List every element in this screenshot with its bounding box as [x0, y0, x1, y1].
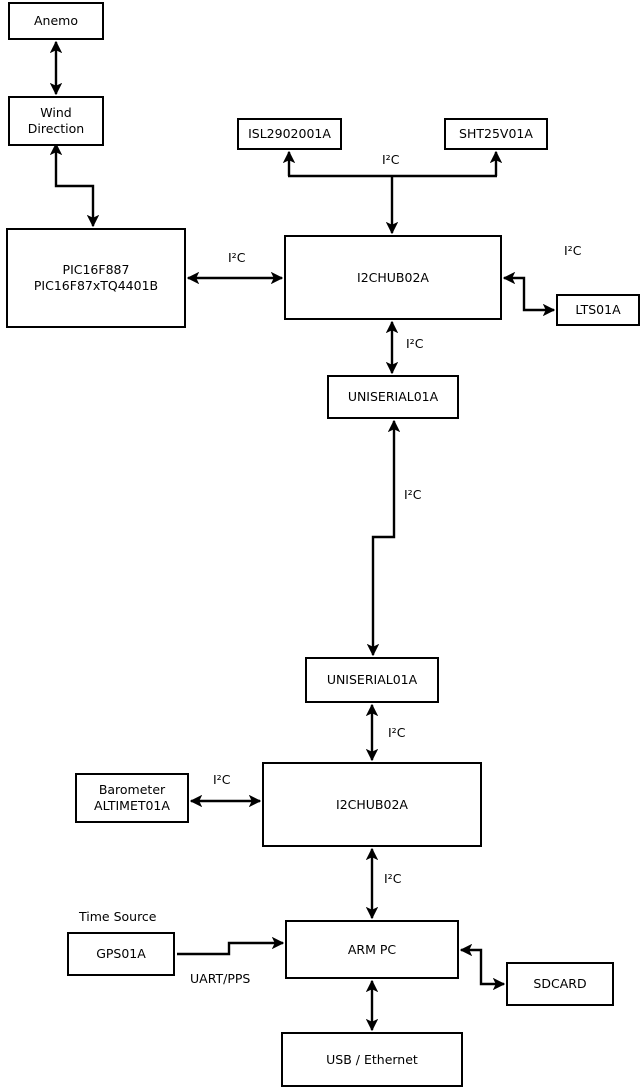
- connector-uniserial-upper-lower: [366, 419, 401, 657]
- label-i2c-barometer-to-hub: I²C: [213, 772, 231, 787]
- node-i2chub02a-bottom[interactable]: I2CHUB02A: [262, 762, 482, 847]
- connector-wind-direction-pic: [49, 142, 100, 228]
- node-anemo-label: Anemo: [34, 13, 78, 28]
- node-uniserial01a-lower[interactable]: UNISERIAL01A: [305, 657, 439, 703]
- connector-arm-pc-sdcard: [459, 943, 506, 991]
- node-barometer-altimet01a-label: Barometer ALTIMET01A: [94, 782, 170, 813]
- node-isl2902001a-label: ISL2902001A: [248, 126, 331, 141]
- label-uart-pps: UART/PPS: [190, 971, 251, 986]
- node-sht25v01a[interactable]: SHT25V01A: [444, 118, 548, 150]
- label-time-source: Time Source: [79, 909, 157, 924]
- node-sdcard[interactable]: SDCARD: [506, 962, 614, 1006]
- node-pic-microcontroller[interactable]: PIC16F887 PIC16F87xTQ4401B: [6, 228, 186, 328]
- label-i2c-pic-to-hub: I²C: [228, 250, 246, 265]
- node-usb-ethernet[interactable]: USB / Ethernet: [281, 1032, 463, 1087]
- label-i2c-top-bus: I²C: [382, 152, 400, 167]
- node-uniserial01a-upper-label: UNISERIAL01A: [347, 389, 439, 404]
- node-arm-pc[interactable]: ARM PC: [285, 920, 459, 979]
- node-uniserial01a-upper[interactable]: UNISERIAL01A: [327, 375, 459, 419]
- node-usb-ethernet-label: USB / Ethernet: [326, 1051, 418, 1067]
- label-i2c-hub-to-lts: I²C: [564, 243, 582, 258]
- connector-i2chub-top-lts: [502, 271, 556, 317]
- node-barometer-altimet01a[interactable]: Barometer ALTIMET01A: [75, 773, 189, 823]
- node-sht25v01a-label: SHT25V01A: [459, 126, 533, 141]
- node-arm-pc-label: ARM PC: [347, 941, 397, 957]
- node-lts01a-label: LTS01A: [575, 302, 621, 317]
- node-i2chub02a-top-label: I2CHUB02A: [357, 269, 429, 285]
- label-i2c-uniserial-to-hub-bottom: I²C: [388, 725, 406, 740]
- node-wind-direction-label: Wind Direction: [27, 105, 85, 136]
- node-sdcard-label: SDCARD: [533, 976, 587, 991]
- connector-gps-arm-pc: [177, 936, 285, 956]
- node-gps01a[interactable]: GPS01A: [67, 932, 175, 976]
- node-pic-microcontroller-label: PIC16F887 PIC16F87xTQ4401B: [33, 262, 159, 293]
- node-i2chub02a-bottom-label: I2CHUB02A: [336, 796, 408, 812]
- node-gps01a-label: GPS01A: [96, 946, 146, 961]
- node-anemo[interactable]: Anemo: [8, 2, 104, 40]
- label-i2c-hub-to-arm-pc: I²C: [384, 871, 402, 886]
- label-i2c-hub-to-uniserial: I²C: [406, 336, 424, 351]
- node-i2chub02a-top[interactable]: I2CHUB02A: [284, 235, 502, 320]
- label-i2c-uniserial-to-uniserial: I²C: [404, 487, 422, 502]
- node-wind-direction[interactable]: Wind Direction: [8, 96, 104, 146]
- node-isl2902001a[interactable]: ISL2902001A: [237, 118, 342, 150]
- node-uniserial01a-lower-label: UNISERIAL01A: [326, 672, 418, 687]
- node-lts01a[interactable]: LTS01A: [556, 294, 640, 326]
